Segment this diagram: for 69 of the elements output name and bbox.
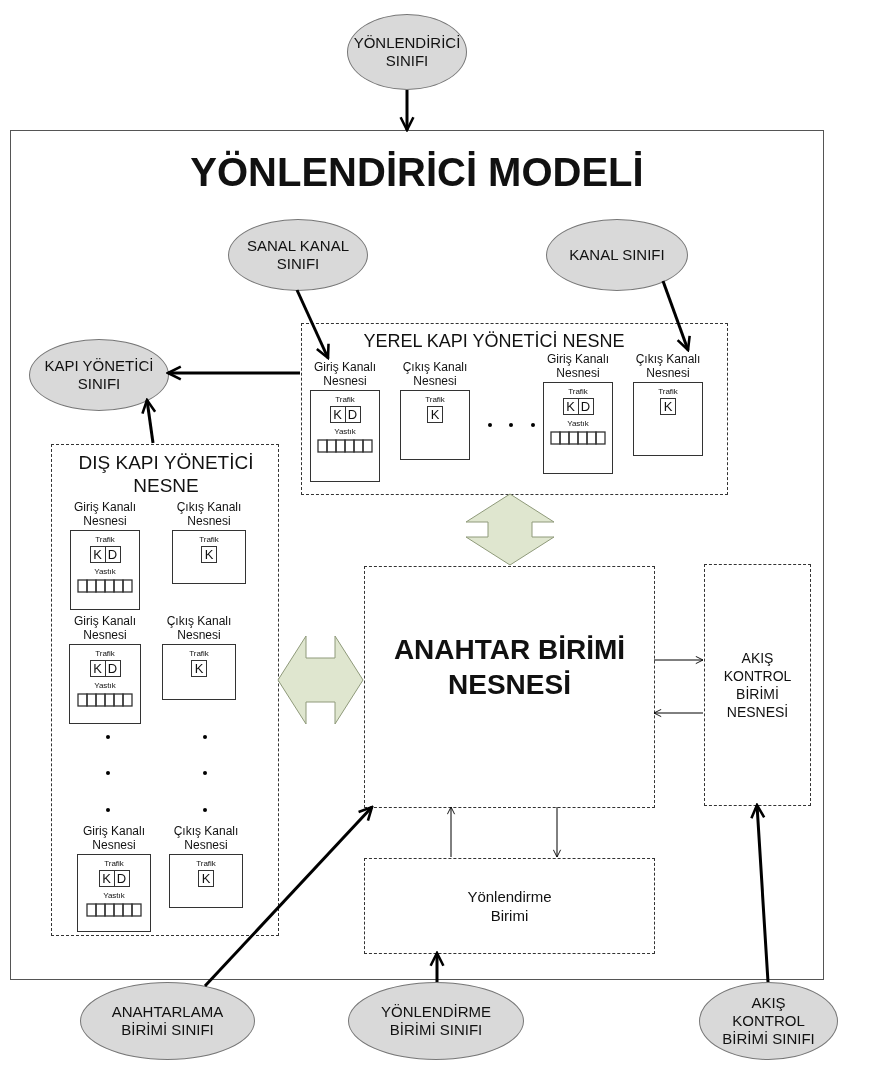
arrow	[166, 365, 300, 381]
small-caption: Trafik	[188, 649, 210, 659]
channel-heading: Çıkış Kanalı Nesnesi	[634, 352, 702, 380]
arrow	[141, 398, 157, 444]
channel-heading: Giriş Kanalı Nesnesi	[73, 614, 137, 642]
register-cell: D	[345, 406, 361, 423]
small-caption: Trafik	[424, 395, 446, 405]
small-caption: Yastık	[93, 567, 117, 577]
register-cell: K	[660, 398, 676, 415]
register-cell: K	[89, 546, 106, 563]
register-cell: K	[201, 546, 217, 563]
small-caption: Yastık	[566, 419, 590, 429]
block-arrow	[277, 635, 364, 725]
small-caption: Trafik	[198, 535, 220, 545]
arrow	[203, 805, 374, 988]
group-frame	[301, 323, 728, 495]
small-caption: Trafik	[657, 387, 679, 397]
register-cell: K	[89, 660, 106, 677]
channel-heading: Çıkış Kanalı Nesnesi	[172, 824, 240, 852]
small-caption: Trafik	[567, 387, 589, 397]
small-caption: Yastık	[333, 427, 357, 437]
block-arrow	[465, 493, 555, 566]
channel-heading: Giriş Kanalı Nesnesi	[546, 352, 610, 380]
node-label: YÖNLENDİRME BİRİMİ SINIFI	[380, 1003, 492, 1039]
register-cell: K	[198, 870, 214, 887]
node-label: KAPI YÖNETİCİ SINIFI	[44, 357, 154, 393]
node-label: SANAL KANAL SINIFI	[246, 237, 350, 273]
register-cell: K	[191, 660, 207, 677]
arrow	[661, 280, 691, 352]
node-label: KANAL SINIFI	[569, 246, 665, 264]
channel-heading: Giriş Kanalı Nesnesi	[313, 360, 377, 388]
register-cell: K	[98, 870, 115, 887]
channel-heading: Çıkış Kanalı Nesnesi	[165, 614, 233, 642]
arrow	[750, 803, 770, 983]
small-caption: Trafik	[103, 859, 125, 869]
object-box	[704, 564, 811, 806]
node-label: YÖNLENDİRİCİ SINIFI	[353, 34, 461, 70]
node-label: Yönlendirme Birimi	[466, 887, 553, 925]
register-cell: K	[562, 398, 579, 415]
register-cell: K	[427, 406, 443, 423]
arrow	[399, 90, 415, 132]
channel-heading: Çıkış Kanalı Nesnesi	[401, 360, 469, 388]
small-caption: Yastık	[93, 681, 117, 691]
arrow	[429, 951, 445, 982]
register-cell: D	[114, 870, 130, 887]
model-frame	[10, 130, 824, 980]
register-cell: D	[578, 398, 594, 415]
register-cell: D	[105, 546, 121, 563]
arrow	[295, 289, 330, 360]
object-box	[364, 858, 655, 954]
group-title: YEREL KAPI YÖNETİCİ NESNE	[362, 330, 626, 352]
channel-heading: Giriş Kanalı Nesnesi	[73, 500, 137, 528]
node-label: ANAHTAR BİRİMİ NESNESİ	[392, 633, 627, 702]
small-caption: Trafik	[195, 859, 217, 869]
small-caption: Trafik	[94, 649, 116, 659]
group-title: DIŞ KAPI YÖNETİCİ NESNE	[77, 451, 255, 497]
node-label: ANAHTARLAMA BİRİMİ SINIFI	[110, 1003, 225, 1039]
small-caption: Trafik	[334, 395, 356, 405]
small-caption: Trafik	[94, 535, 116, 545]
group-frame	[51, 444, 279, 936]
node-label: AKIŞ KONTROL BİRİMİ SINIFI	[721, 994, 816, 1048]
model-title: YÖNLENDİRİCİ MODELİ	[189, 149, 645, 195]
channel-heading: Çıkış Kanalı Nesnesi	[175, 500, 243, 528]
register-cell: K	[329, 406, 346, 423]
object-box	[364, 566, 655, 808]
register-cell: D	[105, 660, 121, 677]
small-caption: Yastık	[102, 891, 126, 901]
channel-heading: Giriş Kanalı Nesnesi	[82, 824, 146, 852]
node-label: AKIŞ KONTROL BİRİMİ NESNESİ	[722, 649, 793, 721]
